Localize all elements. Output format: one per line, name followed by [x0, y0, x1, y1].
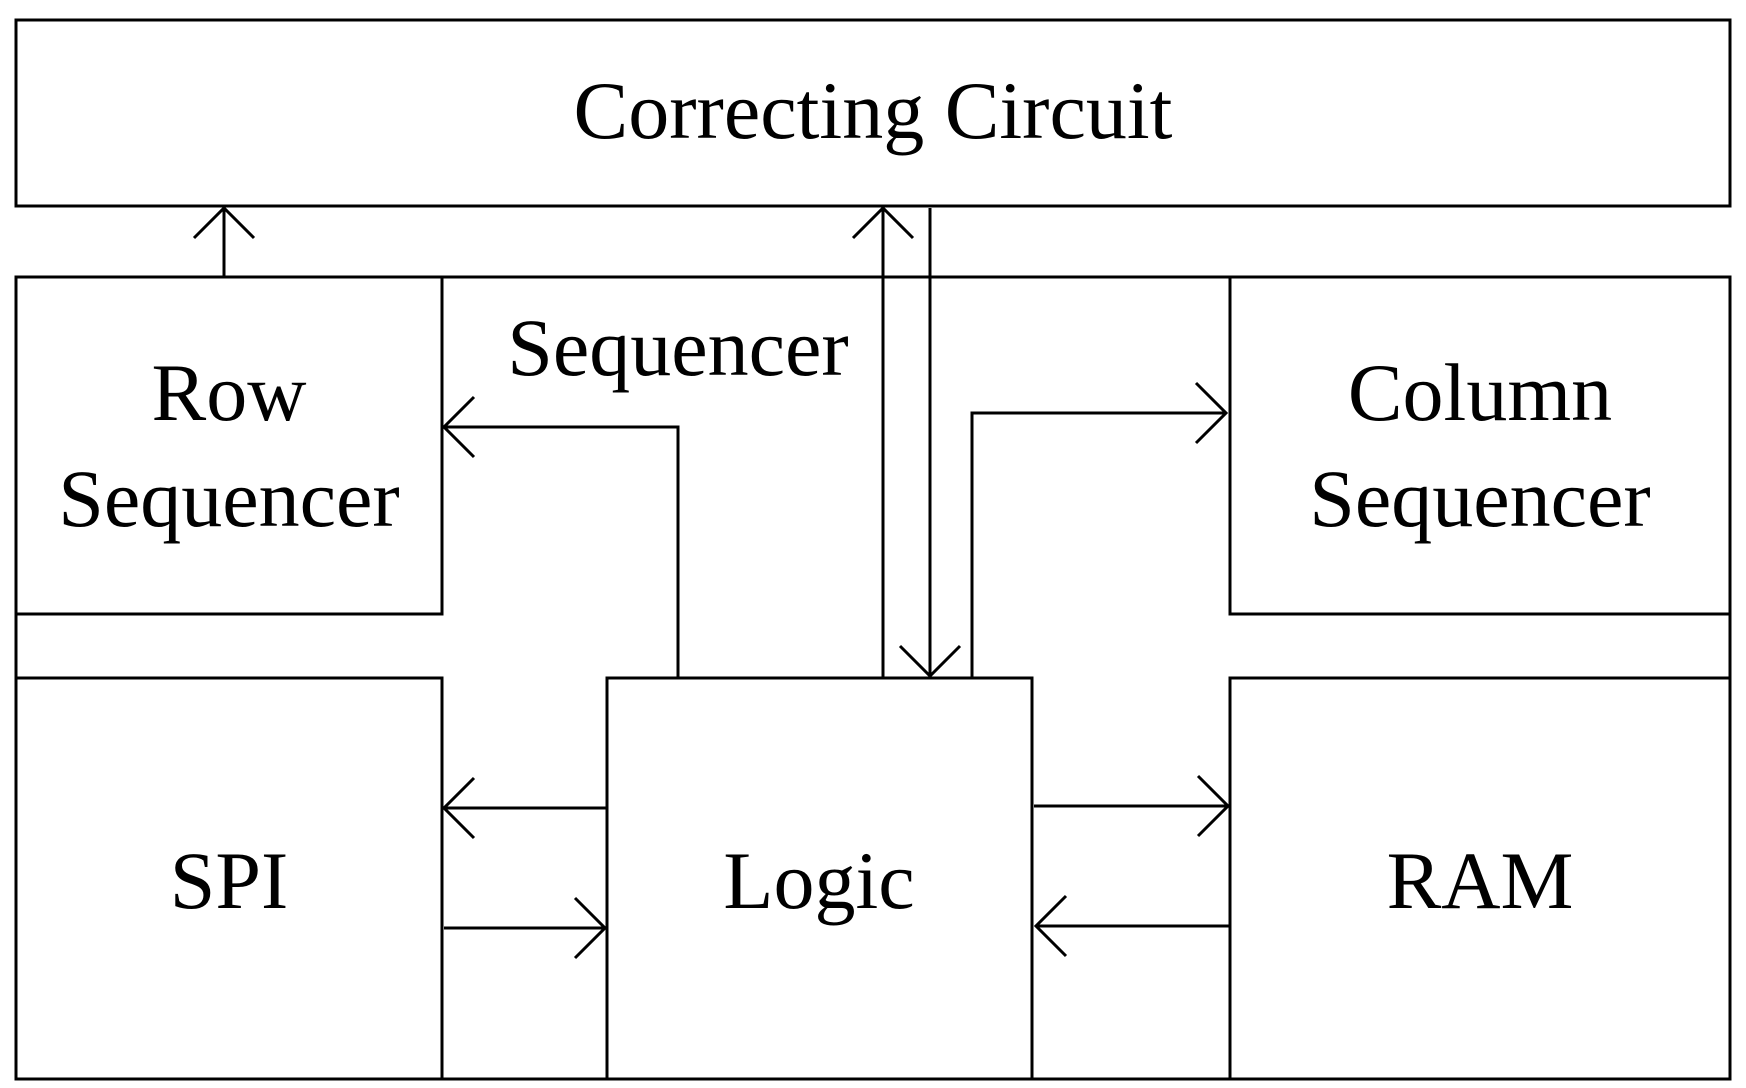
arrow-ram-to-logic [1033, 894, 1230, 958]
logic-box [605, 676, 1034, 1081]
spi-box [14, 676, 444, 1081]
arrow-row-to-correcting [192, 205, 256, 277]
arrow-logic-to-column-sequencer [970, 381, 1229, 678]
arrow-correcting-to-logic [898, 208, 962, 679]
sequencer-signal-label: Sequencer [507, 302, 849, 393]
spi-label: SPI [170, 835, 289, 926]
column-sequencer-box [1228, 275, 1732, 616]
arrow-logic-to-ram [1034, 774, 1231, 838]
correcting-circuit-label: Correcting Circuit [574, 65, 1173, 156]
row-sequencer-label-line2: Sequencer [58, 453, 400, 544]
column-sequencer-label-line2: Sequencer [1309, 453, 1651, 544]
correcting-circuit-box [14, 18, 1732, 208]
logic-label: Logic [723, 835, 914, 926]
column-sequencer-label-line1: Column [1348, 347, 1612, 438]
ram-label: RAM [1387, 835, 1574, 926]
arrow-logic-to-correcting [851, 205, 915, 678]
arrow-logic-to-spi [441, 776, 607, 840]
arrow-spi-to-logic [444, 896, 608, 960]
row-sequencer-box [14, 275, 444, 616]
arrow-logic-to-row-sequencer [441, 395, 680, 678]
ram-box [1228, 676, 1732, 1081]
row-sequencer-label-line1: Row [152, 347, 307, 438]
